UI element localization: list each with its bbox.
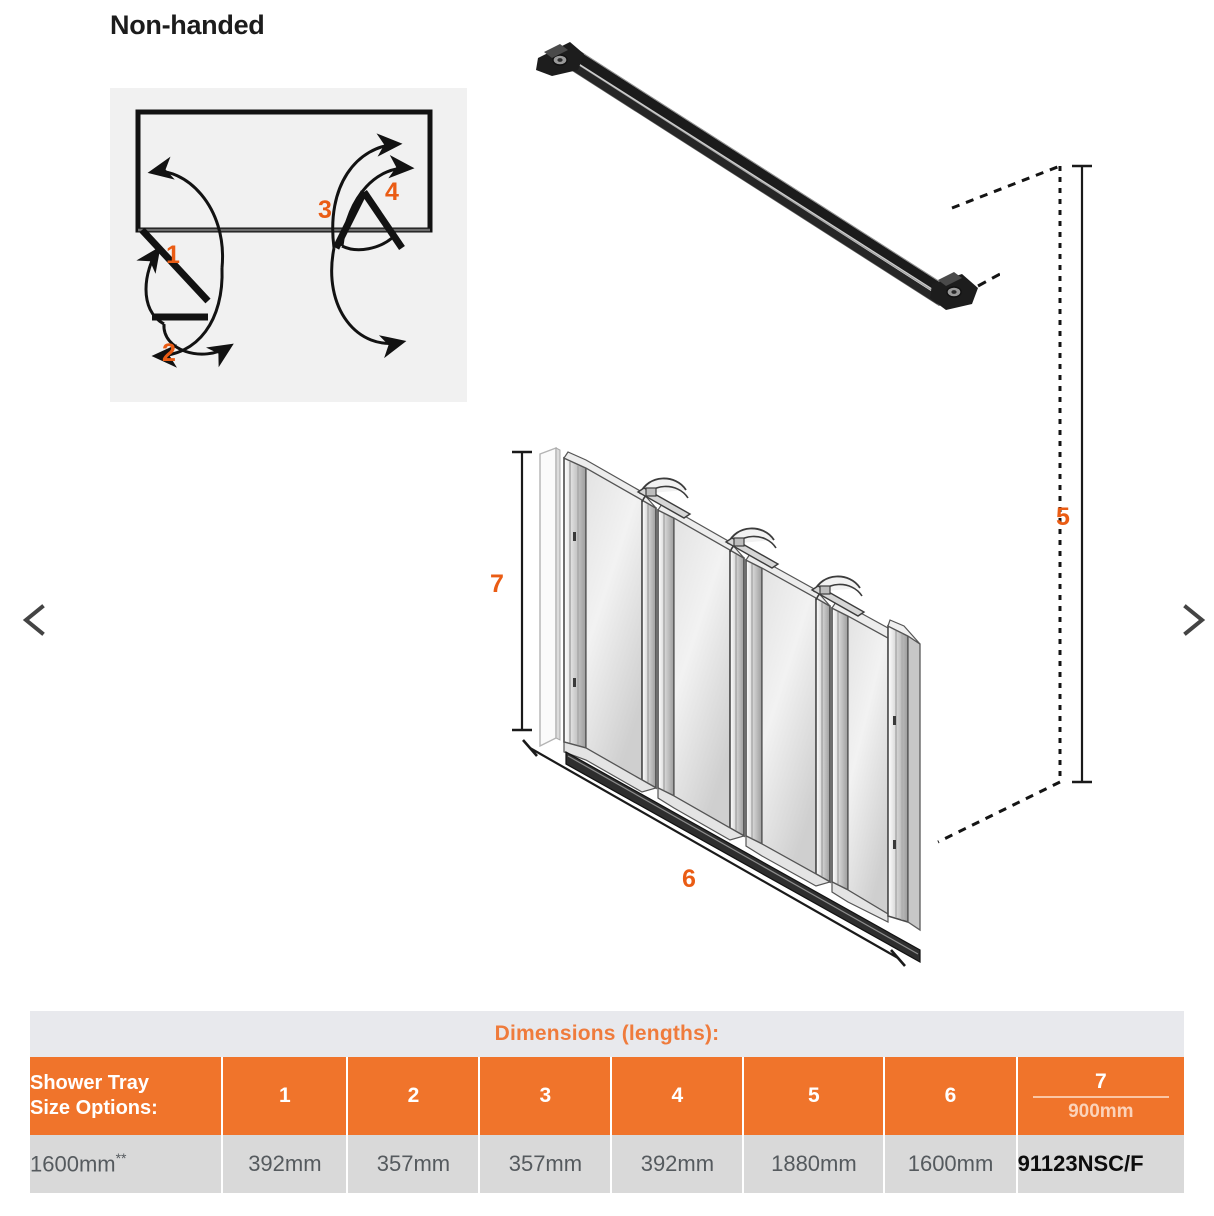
plan-view-svg: 1 2 3 4 bbox=[135, 109, 433, 368]
table-banner-cell: Dimensions (lengths): bbox=[30, 1011, 1184, 1057]
door-panel-3 bbox=[745, 553, 832, 887]
rail-dashed-extension bbox=[977, 272, 1001, 288]
carousel-next-button[interactable] bbox=[1168, 596, 1214, 644]
door-assembly-illustration bbox=[490, 430, 960, 1000]
dimension-line-6 bbox=[522, 739, 906, 967]
header-col-7-top: 7 bbox=[1094, 1069, 1107, 1093]
rail-end-cap-left bbox=[536, 42, 584, 76]
door-bottom-track bbox=[565, 750, 921, 964]
door-panel-2 bbox=[657, 503, 746, 841]
door-panel-4 bbox=[831, 601, 889, 923]
dimension-label-5: 5 bbox=[1056, 503, 1070, 531]
header-col-7-rule bbox=[1032, 1095, 1170, 1098]
hinge-3 bbox=[810, 575, 866, 617]
plan-swing-arc-3b bbox=[330, 247, 407, 359]
plan-door-leaf-1 bbox=[139, 227, 211, 304]
door-panel-1 bbox=[563, 451, 658, 793]
plan-label-1: 1 bbox=[166, 241, 180, 269]
rail-body bbox=[556, 48, 963, 306]
cell-product-code: 91123NSC/F bbox=[1017, 1135, 1184, 1193]
door-assembly-svg bbox=[512, 446, 921, 967]
plan-label-3: 3 bbox=[318, 196, 332, 224]
plan-swing-arc-4 bbox=[340, 155, 415, 247]
plan-view-diagram: 1 2 3 4 bbox=[110, 88, 467, 402]
rail-track-illustration bbox=[500, 30, 1001, 320]
rail-track-svg bbox=[536, 42, 1001, 310]
plan-label-2: 2 bbox=[162, 339, 176, 367]
header-shower-tray: Shower Tray Size Options: bbox=[30, 1057, 222, 1135]
cell-tray-size: 1600mm** bbox=[30, 1135, 222, 1193]
header-col-2: 2 bbox=[348, 1057, 479, 1135]
hinge-1 bbox=[636, 477, 692, 519]
dimension-line-7 bbox=[512, 450, 532, 732]
rail-end-cap-right bbox=[930, 272, 978, 310]
cell-tray-size-value: 1600mm bbox=[30, 1151, 116, 1177]
page-title: Non-handed bbox=[110, 10, 265, 40]
plan-door-leaf-3 bbox=[332, 190, 368, 250]
door-wall-jamb bbox=[887, 619, 921, 932]
dotted-projection-outline bbox=[937, 164, 1062, 844]
hinge-2 bbox=[724, 527, 780, 569]
plan-swing-arc-1b bbox=[151, 267, 224, 368]
dimension-label-7: 7 bbox=[490, 570, 504, 598]
header-tray-line1: Shower Tray bbox=[30, 1072, 149, 1094]
header-col-4: 4 bbox=[612, 1057, 743, 1135]
header-col-1: 1 bbox=[223, 1057, 347, 1135]
chevron-right-icon bbox=[1183, 604, 1206, 636]
wall-panel-dimension-view bbox=[930, 150, 1150, 1000]
plan-door-leaf-4 bbox=[361, 190, 405, 250]
cell-value-4: 392mm bbox=[612, 1135, 743, 1193]
header-col-3: 3 bbox=[480, 1057, 611, 1135]
cell-value-3: 357mm bbox=[480, 1135, 611, 1193]
plan-swing-arc-2 bbox=[136, 246, 165, 326]
table-header-row: Shower Tray Size Options: 1 2 3 4 5 6 7 … bbox=[30, 1057, 1184, 1135]
header-tray-line2: Size Options: bbox=[30, 1097, 158, 1119]
table-banner-row: Dimensions (lengths): bbox=[30, 1011, 1184, 1057]
cell-value-1: 392mm bbox=[223, 1135, 347, 1193]
cell-value-5: 1880mm bbox=[744, 1135, 884, 1193]
header-col-5: 5 bbox=[744, 1057, 884, 1135]
header-col-7: 7 900mm bbox=[1017, 1057, 1184, 1135]
header-col-7-inner: 7 900mm bbox=[1018, 1057, 1184, 1135]
plan-swing-arc-2b bbox=[162, 323, 234, 368]
dimension-label-6: 6 bbox=[682, 865, 696, 893]
plan-swing-arc-1 bbox=[147, 156, 225, 269]
header-col-6: 6 bbox=[885, 1057, 1016, 1135]
header-col-7-bottom: 900mm bbox=[1068, 1100, 1134, 1122]
door-fixings bbox=[573, 532, 896, 849]
dimension-line-5 bbox=[1072, 164, 1092, 784]
table-row: 1600mm** 392mm 357mm 357mm 392mm 1880mm … bbox=[30, 1135, 1184, 1193]
cell-value-2: 357mm bbox=[348, 1135, 479, 1193]
plan-swing-arc-3 bbox=[331, 133, 403, 249]
cell-tray-size-note: ** bbox=[115, 1150, 127, 1167]
plan-label-4: 4 bbox=[385, 178, 399, 206]
dimensions-table: Dimensions (lengths): Shower Tray Size O… bbox=[28, 1011, 1186, 1193]
cell-value-6: 1600mm bbox=[885, 1135, 1016, 1193]
carousel-prev-button[interactable] bbox=[12, 596, 60, 644]
chevron-left-icon bbox=[22, 604, 45, 636]
door-hinge-assemblies bbox=[636, 477, 866, 617]
door-fixed-panel bbox=[539, 446, 561, 748]
wall-panel-svg bbox=[937, 164, 1092, 844]
plan-swing-arc-4a bbox=[341, 236, 393, 252]
